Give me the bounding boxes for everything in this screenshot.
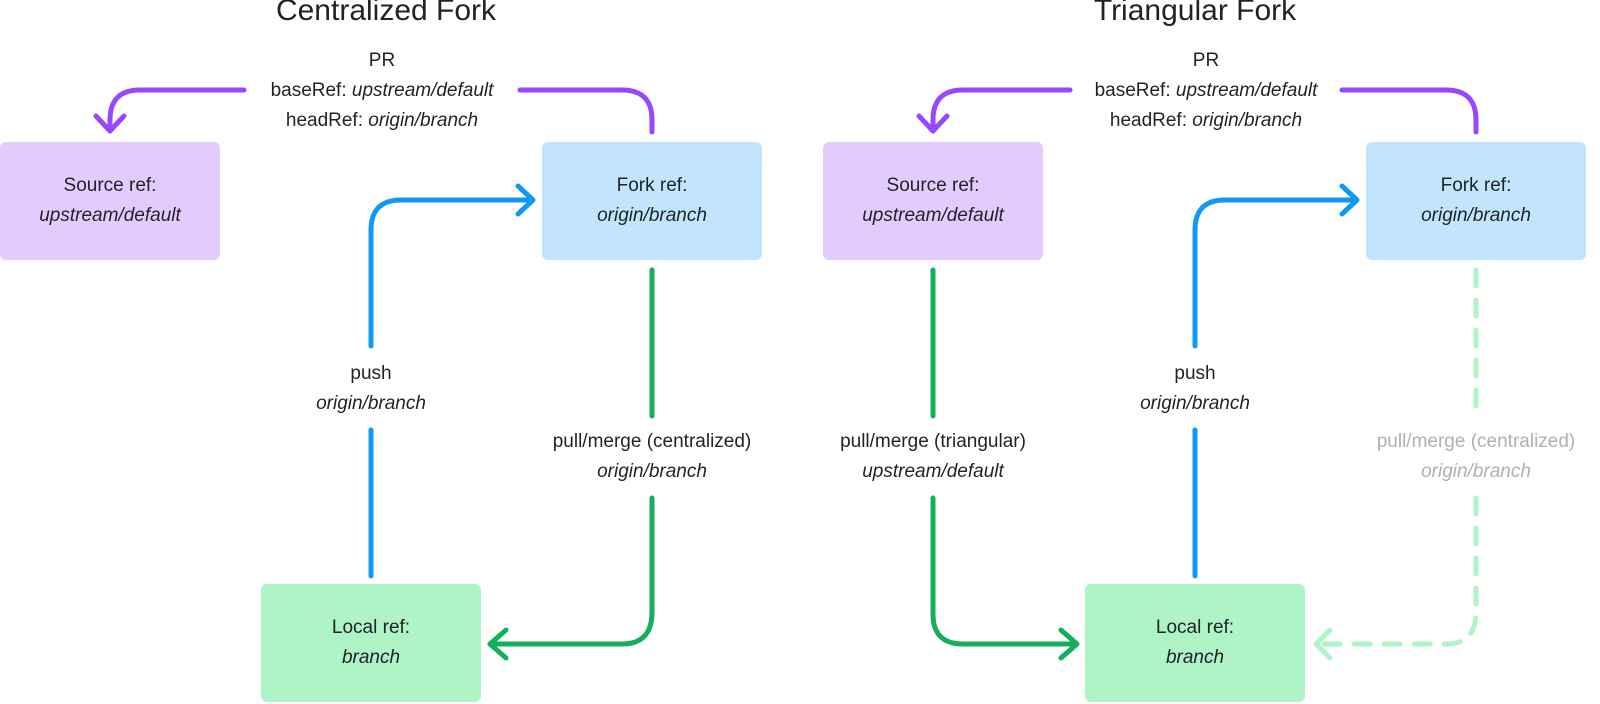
pull-alt-target: origin/branch [1421,461,1531,482]
pr-heading: PR [1192,50,1220,71]
head-ref-value: origin/branch [368,110,479,131]
pr-head-ref: headRef: origin/branch [232,106,532,136]
source-ref-value: upstream/default [39,205,181,226]
pull-target: origin/branch [597,461,707,482]
pr-head-ref: headRef: origin/branch [1056,106,1356,136]
pr-arrow-left [107,87,247,133]
pull-action: pull/merge (triangular) [840,431,1026,452]
fork-ref-box: Fork ref: origin/branch [1366,142,1586,260]
source-ref-label: Source ref: [886,175,980,196]
local-ref-box: Local ref: branch [1085,584,1305,702]
pull-alt-label: pull/merge (centralized) origin/branch [1326,427,1600,487]
pull-action: pull/merge (centralized) [552,431,752,452]
pr-arrow-right [517,87,655,135]
head-ref-prefix: headRef: [1109,110,1193,131]
pull-arrowhead [1058,627,1080,661]
fork-ref-box: Fork ref: origin/branch [542,142,762,260]
pull-alt-action: pull/merge (centralized) [1376,431,1576,452]
local-ref-value: branch [341,647,401,668]
source-ref-box: Source ref: upstream/default [0,142,220,260]
diagram-title: Centralized Fork [275,0,497,27]
push-label: push origin/branch [1045,359,1345,419]
fork-ref-value: origin/branch [597,205,707,226]
push-arrowhead [1339,183,1360,217]
push-target: origin/branch [1140,393,1250,414]
base-ref-prefix: baseRef: [270,80,352,101]
pr-base-ref: baseRef: upstream/default [232,76,532,106]
pull-arrow-lower [487,495,655,647]
fork-ref-label: Fork ref: [1440,175,1512,196]
pull-label: pull/merge (centralized) origin/branch [502,427,802,487]
diagram-title: Triangular Fork [1093,0,1297,27]
pull-arrowhead [487,627,509,661]
head-ref-value: origin/branch [1192,110,1303,131]
local-ref-value: branch [1165,647,1225,668]
head-ref-prefix: headRef: [285,110,369,131]
push-arrow-upper [368,197,533,349]
fork-ref-value: origin/branch [1421,205,1531,226]
base-ref-value: upstream/default [1175,80,1318,101]
push-action: push [1174,363,1216,384]
base-ref-value: upstream/default [351,80,494,101]
pr-label: PR baseRef: upstream/default headRef: or… [1056,46,1356,136]
push-arrow-upper [1192,197,1358,349]
source-ref-value: upstream/default [862,205,1004,226]
pull-alt-arrow-lower [1317,495,1479,647]
local-ref-label: Local ref: [1155,617,1235,638]
source-ref-box: Source ref: upstream/default [823,142,1043,260]
pr-arrowhead [916,113,950,134]
source-ref-label: Source ref: [63,175,157,196]
push-label: push origin/branch [221,359,521,419]
pr-arrowhead [93,113,127,134]
pr-arrow-left [930,87,1073,133]
fork-ref-label: Fork ref: [616,175,688,196]
base-ref-prefix: baseRef: [1094,80,1176,101]
pull-label: pull/merge (triangular) upstream/default [783,427,1083,487]
local-ref-label: Local ref: [331,617,411,638]
push-action: push [350,363,392,384]
push-target: origin/branch [316,393,426,414]
pull-arrow-lower [930,495,1078,647]
pr-label: PR baseRef: upstream/default headRef: or… [232,46,532,136]
pr-arrow-right [1339,87,1479,135]
push-arrowhead [515,183,536,217]
pr-heading: PR [368,50,396,71]
pull-alt-arrowhead [1313,627,1333,661]
pr-base-ref: baseRef: upstream/default [1056,76,1356,106]
local-ref-box: Local ref: branch [261,584,481,702]
pull-target: upstream/default [862,461,1004,482]
